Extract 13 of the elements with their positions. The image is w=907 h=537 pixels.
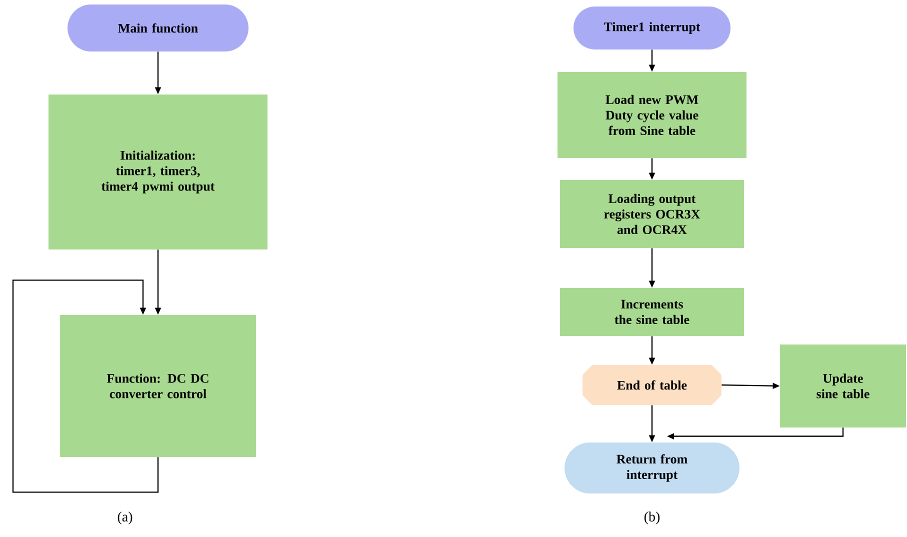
process-box: Update sine table [780, 344, 906, 428]
process-box: Initialization: timer1, timer3, timer4 pwmi output [48, 94, 268, 250]
decision-hexagon: End of table [582, 364, 722, 405]
terminal-node: Return from interrupt [564, 442, 740, 494]
process-box: Function: DC DC converter control [60, 314, 256, 457]
panel-label: (b) [644, 512, 660, 524]
process-box: Loading output registers OCR3X and OCR4X [560, 180, 744, 248]
terminal-node: Main function [68, 4, 248, 52]
panel-label: (a) [118, 512, 132, 524]
process-box: Increments the sine table [560, 288, 744, 336]
terminal-node: Timer1 interrupt [574, 6, 730, 50]
arrow [12, 280, 159, 493]
process-box: Load new PWM Duty cycle value from Sine table [558, 72, 746, 158]
